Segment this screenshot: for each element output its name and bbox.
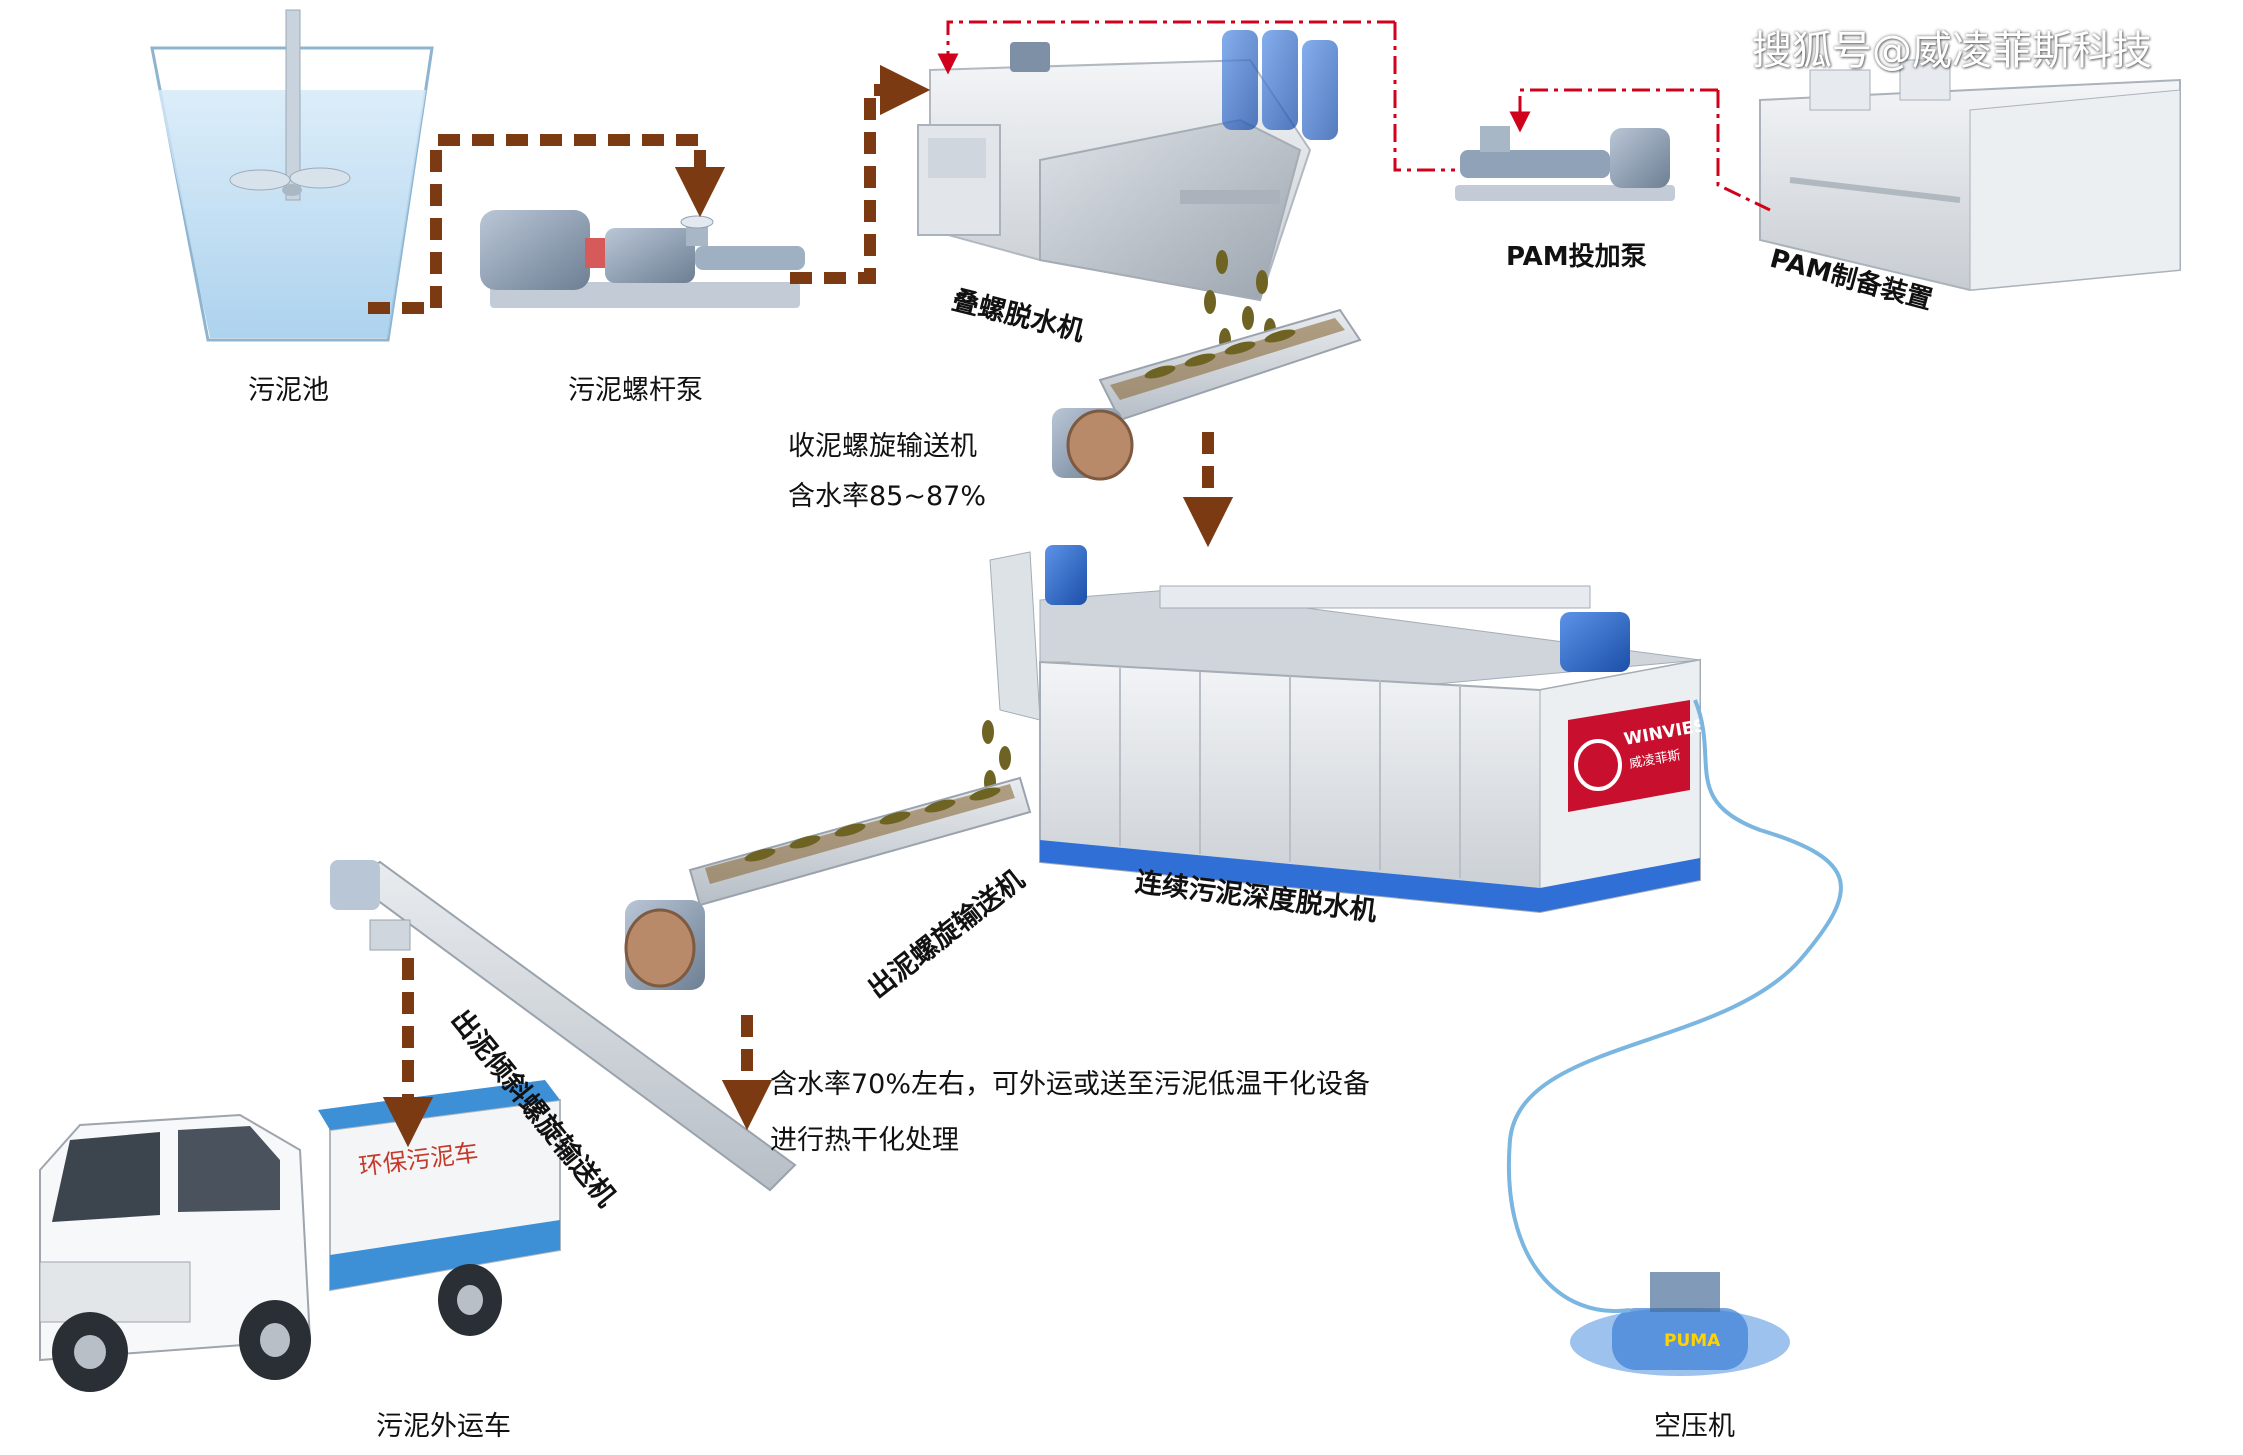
flow-tank-to-pump: [368, 134, 726, 314]
sludge-flow-lines: [368, 64, 1234, 1148]
flow-pam-to-dewatering: [937, 20, 1395, 75]
flow-pump-to-dewatering: [790, 64, 931, 284]
pam-flow-lines: [937, 20, 1771, 212]
flow-prep-outlet: [1716, 90, 1771, 212]
air-compressor: PUMA: [1570, 1272, 1790, 1376]
label-final-moisture-1: 含水率70%左右，可外运或送至污泥低温干化设备: [770, 1069, 1371, 1100]
watermark: 搜狐号@威凌菲斯科技: [1752, 28, 2152, 74]
pam-dosing-pump: [1455, 126, 1675, 201]
label-sludge-tank: 污泥池: [248, 375, 329, 406]
compressor-brand: PUMA: [1664, 1331, 1721, 1351]
flow-prep-to-pump: [1509, 88, 1718, 133]
label-air-compressor: 空压机: [1654, 1411, 1735, 1442]
sludge-screw-pump: [480, 210, 805, 308]
stack-screw-dewatering-machine: [917, 30, 1338, 302]
deep-dewatering-machine: WINVIES 威凌菲斯: [989, 545, 1707, 914]
air-line: [1506, 699, 1843, 1314]
label-screw-pump: 污泥螺杆泵: [568, 375, 703, 406]
inclined-screw-conveyor: [330, 860, 797, 1192]
collect-screw-conveyor: [1052, 308, 1362, 481]
flow-pump-return: [1393, 22, 1455, 172]
sludge-tank: [150, 9, 434, 342]
label-transport-truck: 污泥外运车: [376, 1411, 511, 1442]
label-collect-conveyor: 收泥螺旋输送机: [788, 431, 977, 462]
drive-motors: [1222, 30, 1338, 140]
outlet-screw-conveyor: [624, 776, 1032, 990]
label-pam-dosing-pump: PAM投加泵: [1506, 242, 1647, 272]
label-final-moisture-2: 进行热干化处理: [770, 1125, 959, 1156]
pam-preparation-device: [1759, 59, 2181, 292]
label-collect-moisture: 含水率85~87%: [788, 481, 986, 512]
sludge-transport-truck: 环保污泥车: [39, 1080, 561, 1392]
